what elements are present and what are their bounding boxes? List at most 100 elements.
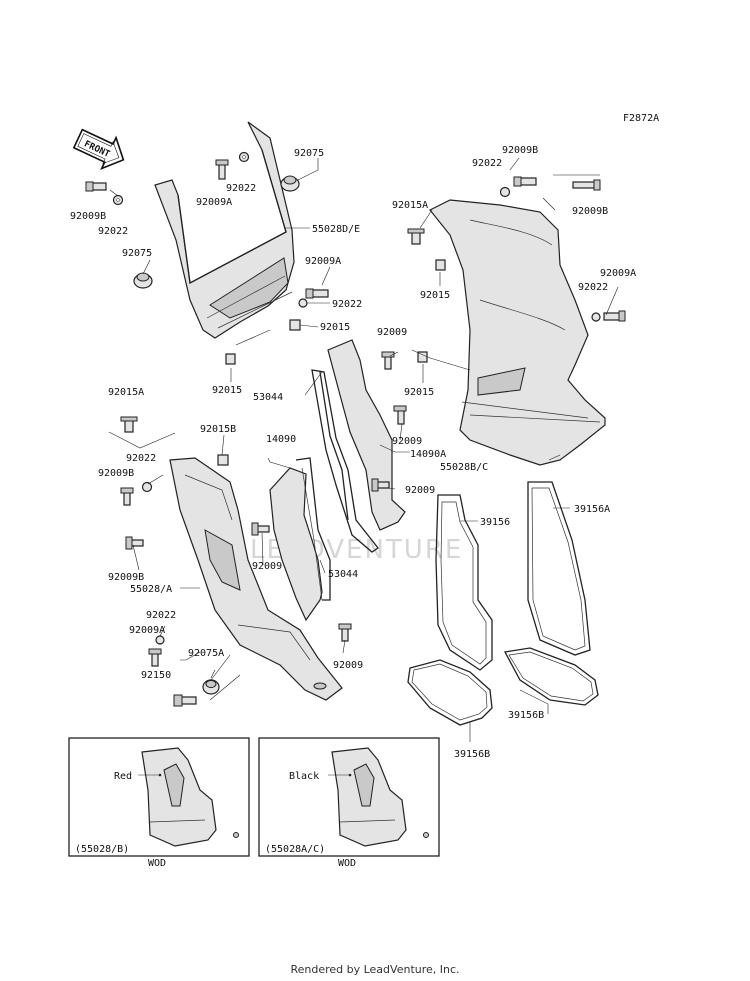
lower-left-cowl — [169, 457, 343, 701]
label-39156B-right: 39156B — [508, 710, 544, 721]
label-92075-top: 92075 — [294, 148, 324, 159]
bolt-icon — [120, 487, 134, 506]
label-92022-left: 92022 — [98, 226, 128, 237]
leader-lines-lower-left — [132, 474, 241, 701]
bolt-icon — [371, 478, 390, 492]
label-92075-left: 92075 — [122, 248, 152, 259]
washer-icon — [238, 151, 250, 163]
label-92022-topright: 92022 — [472, 158, 502, 169]
label-55028A: 55028/A — [130, 584, 172, 595]
washer-icon — [499, 186, 511, 198]
bolt-icon — [381, 351, 395, 370]
upper-right-fairing — [429, 199, 606, 466]
label-55028DE: 55028D/E — [312, 224, 360, 235]
pad-39156 — [435, 494, 493, 671]
leader-lines-center — [108, 351, 410, 654]
label-39156A: 39156A — [574, 504, 610, 515]
washer-icon — [591, 312, 601, 322]
bolt-icon — [393, 405, 407, 425]
grommet-icon — [202, 679, 220, 695]
pad-39156B-right — [503, 647, 599, 706]
clip-nut-icon — [289, 319, 301, 331]
inset-right-color: Black — [289, 771, 319, 782]
inset-left-color: Red — [114, 771, 132, 782]
inset-right-region: WOD — [338, 858, 356, 869]
fastener-group-lower-left — [120, 481, 220, 707]
front-arrow-icon: FRONT — [72, 128, 125, 170]
inset-right-code: (55028A/C) — [265, 844, 325, 855]
pad-set — [407, 481, 599, 726]
label-92022-lowerleft: 92022 — [126, 453, 156, 464]
label-92022-mid: 92022 — [332, 299, 362, 310]
label-92009B-topright: 92009B — [502, 145, 538, 156]
washer-icon — [141, 481, 153, 493]
label-14090: 14090 — [266, 434, 296, 445]
fastener-group-upper-right — [381, 176, 626, 370]
clip-nut-icon — [417, 351, 428, 363]
label-92009-center: 92009 — [377, 327, 407, 338]
label-92015A-left: 92015A — [108, 387, 144, 398]
label-92009-center3: 92009 — [405, 485, 435, 496]
inset-left-code: (55028/B) — [75, 844, 129, 855]
pad-39156B-left — [407, 659, 493, 726]
label-92009-center2: 92009 — [392, 436, 422, 447]
part-labels: 92075 92009A 92022 92009B 92022 92075 55… — [70, 145, 636, 869]
label-92015B: 92015B — [200, 424, 236, 435]
label-92009-center5: 92009 — [333, 660, 363, 671]
label-53044-bottom: 53044 — [328, 569, 358, 580]
label-92022-lower: 92022 — [146, 610, 176, 621]
washer-icon — [298, 298, 308, 308]
footer-credit: Rendered by LeadVenture, Inc. — [290, 963, 460, 976]
label-92015-right: 92015 — [420, 290, 450, 301]
clip-nut-icon — [407, 228, 425, 245]
label-92009B-left: 92009B — [70, 211, 106, 222]
washer-icon — [155, 635, 165, 645]
leader-lines-pads — [460, 507, 570, 742]
bolt-icon — [173, 694, 197, 707]
bolt-icon — [215, 159, 229, 180]
label-39156: 39156 — [480, 517, 510, 528]
label-92009A-top: 92009A — [196, 197, 232, 208]
inset-left-region: WOD — [148, 858, 166, 869]
bolt-icon — [305, 288, 329, 299]
label-92075A: 92075A — [188, 648, 224, 659]
label-92009A-lower: 92009A — [129, 625, 165, 636]
leader-lines-upper-left — [109, 158, 331, 382]
clip-nut-icon — [217, 454, 229, 466]
label-55028BC: 55028B/C — [440, 462, 488, 473]
fastener-group-center — [120, 405, 407, 642]
label-92015-bottomleft: 92015 — [212, 385, 242, 396]
bolt-icon — [85, 181, 107, 192]
bolt-icon — [603, 310, 626, 322]
bolt-icon — [148, 648, 162, 667]
pad-39156A — [527, 481, 591, 656]
bolt-icon — [125, 536, 144, 550]
bolt-icon — [513, 176, 537, 187]
bolt-icon — [572, 179, 601, 191]
label-92009A-mid: 92009A — [305, 256, 341, 267]
label-92009B-right: 92009B — [572, 206, 608, 217]
label-39156B-bottom: 39156B — [454, 749, 490, 760]
label-92022-right: 92022 — [578, 282, 608, 293]
label-92015-center: 92015 — [404, 387, 434, 398]
clip-nut-icon — [225, 353, 236, 365]
label-92022-top: 92022 — [226, 183, 256, 194]
clip-nut-icon — [435, 259, 446, 271]
label-92009B-lowerleft: 92009B — [98, 468, 134, 479]
figure-code: F2872A — [623, 113, 659, 124]
inset-right — [258, 737, 440, 857]
label-92150: 92150 — [141, 670, 171, 681]
clip-nut-icon — [120, 416, 138, 433]
grommet-icon — [133, 272, 153, 289]
bolt-icon — [338, 623, 352, 642]
label-92015A-topright: 92015A — [392, 200, 428, 211]
label-92009B-lower: 92009B — [108, 572, 144, 583]
label-92015-mid: 92015 — [320, 322, 350, 333]
label-14090A: 14090A — [410, 449, 446, 460]
fastener-group-upper-left — [85, 151, 329, 365]
label-92009-center4: 92009 — [252, 561, 282, 572]
bolt-icon — [251, 522, 270, 536]
grommet-icon — [280, 175, 300, 192]
